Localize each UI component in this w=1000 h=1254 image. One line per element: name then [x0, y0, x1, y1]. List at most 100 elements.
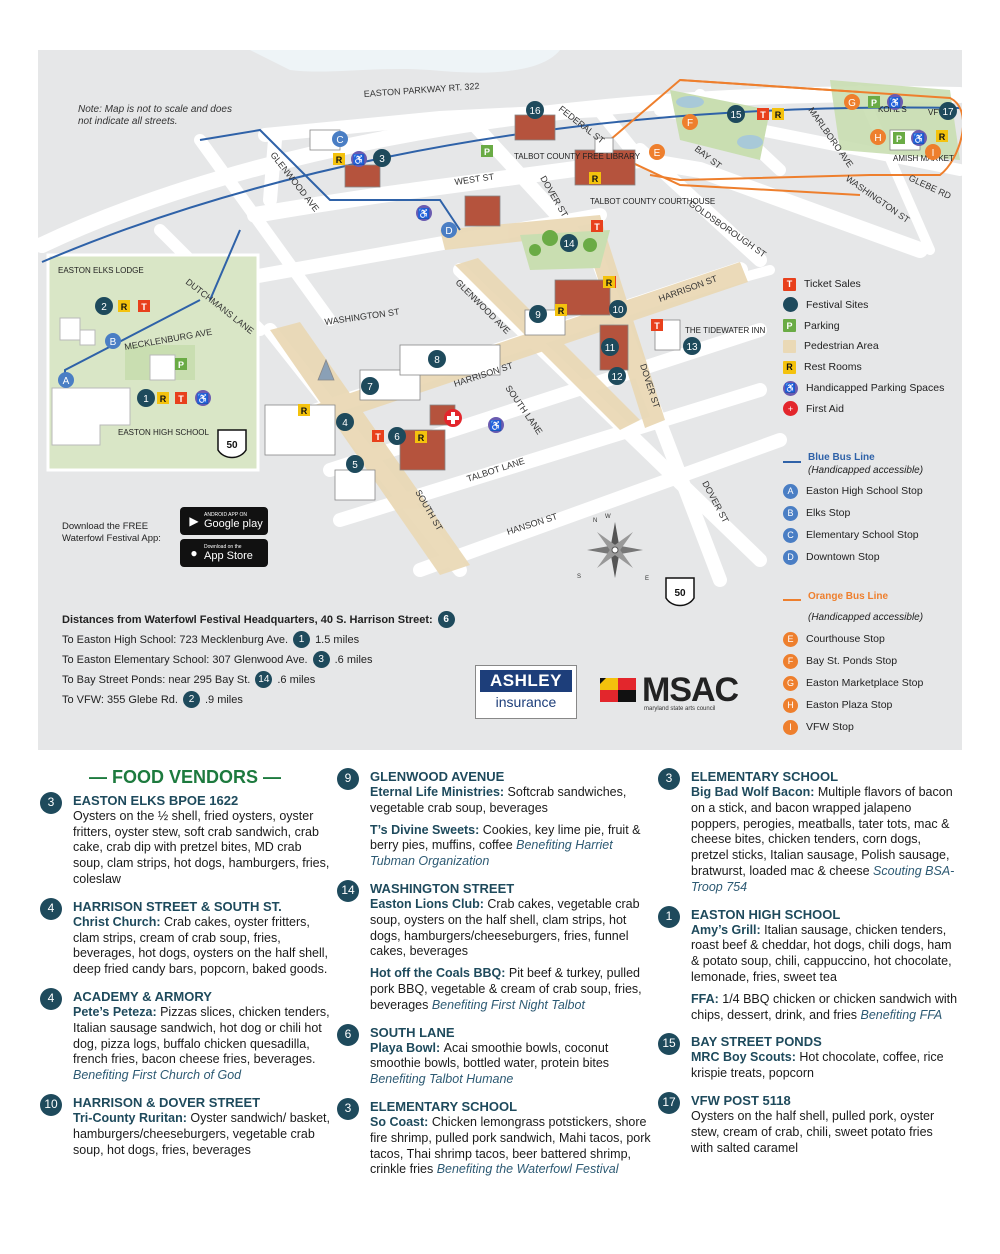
vendor-entry: Big Bad Wolf Bacon: Multiple flavors of … [691, 785, 958, 896]
handicap-parking-icon: ♿ [911, 130, 927, 146]
vendor-name: T’s Divine Sweets: [370, 822, 483, 837]
svg-text:R: R [418, 433, 425, 443]
place-label: THE TIDEWATER INN [685, 326, 766, 335]
blue-line-swatch [783, 461, 801, 463]
bus-stop-label: Elementary School Stop [806, 529, 919, 541]
site-number: 4 [40, 987, 62, 1010]
vendor-menu: Pit beef & turkey, pulled pork BBQ, vege… [370, 966, 642, 1012]
bus-stop-badge: H [783, 697, 798, 713]
vendor-entry: Oysters on the half shell, pulled pork, … [691, 1109, 958, 1156]
site-number: 10 [612, 305, 624, 316]
store-small: ANDROID APP ON [204, 512, 247, 518]
place-label: EASTON ELKS LODGE [58, 266, 144, 275]
svg-text:P: P [484, 147, 490, 157]
site-number: 16 [529, 106, 541, 117]
place-label: TALBOT COUNTY COURTHOUSE [590, 197, 715, 206]
svg-text:T: T [654, 321, 660, 331]
site-number: 6 [337, 1023, 359, 1046]
vendor-location-heading: ELEMENTARY SCHOOL [370, 1098, 518, 1114]
svg-text:P: P [178, 360, 184, 370]
bus-stop-label: Downtown Stop [806, 551, 880, 563]
site-number: 14 [337, 879, 359, 902]
site-marker-14: 14 [560, 234, 578, 252]
handicap-parking-icon: ♿ [887, 94, 903, 110]
ticket-sales-marker: T [651, 319, 663, 331]
site-number: 2 [182, 691, 200, 708]
distance-row: To Easton High School: 723 Mecklenburg A… [62, 631, 359, 648]
vendor-entry: Tri-County Ruritan: Oyster sandwich/ bas… [73, 1111, 330, 1158]
site-number: 5 [352, 460, 358, 471]
vendor-name: Playa Bowl: [370, 1040, 444, 1055]
svg-text:D: D [445, 226, 452, 237]
site-number: 17 [942, 107, 954, 118]
apple-icon: ● [190, 546, 198, 560]
ticket-sales-marker: T [757, 108, 769, 120]
bus-stop-badge: E [783, 631, 798, 647]
svg-text:T: T [141, 302, 147, 312]
vendor-entry: Eternal Life Ministries: Softcrab sandwi… [370, 785, 652, 817]
svg-text:R: R [336, 155, 343, 165]
route-shield-text: 50 [226, 440, 238, 451]
orange-bus-title: Orange Bus Line [808, 591, 889, 602]
svg-text:C: C [336, 135, 343, 146]
handicap-parking-icon: ♿ [488, 417, 504, 433]
vendor-benefit: Benefiting FFA [857, 1007, 943, 1022]
site-number: 3 [658, 768, 680, 790]
vendor-entry: Christ Church: Crab cakes, oyster fritte… [73, 915, 330, 978]
svg-text:♿: ♿ [197, 392, 209, 405]
bus-stop-label: Easton Marketplace Stop [806, 677, 924, 689]
svg-text:F: F [687, 118, 693, 129]
svg-text:R: R [606, 278, 613, 288]
svg-text:♿: ♿ [418, 207, 430, 220]
vendor-benefit: Benefiting Harriet Tubman Organization [370, 838, 613, 869]
handicap-parking-icon: ♿ [195, 390, 211, 406]
site-number: 6 [437, 611, 455, 628]
distance-text: To Bay Street Ponds: near 295 Bay St. [62, 673, 251, 686]
site-marker-5: 5 [346, 455, 364, 473]
svg-text:♿: ♿ [913, 132, 925, 145]
vendor-menu: 1/4 BBQ chicken or chicken sandwich with… [691, 991, 958, 1022]
site-number: 1 [143, 394, 149, 405]
legend-label: Festival Sites [806, 298, 869, 311]
vendor-entry: Pete’s Peteza: Pizzas slices, chicken te… [73, 1005, 330, 1084]
bus-stop-F: F [682, 114, 698, 130]
bus-stop-label: Courthouse Stop [806, 633, 885, 645]
parking-marker: P [481, 145, 493, 157]
site-number: 17 [658, 1091, 680, 1114]
vendor-location-heading: SOUTH LANE [370, 1024, 455, 1040]
svg-text:E: E [654, 148, 661, 159]
vendor-benefit: Benefiting Talbot Humane [370, 1072, 514, 1087]
compass-label: E [645, 576, 649, 582]
site-number: 1 [658, 905, 680, 928]
bus-stop-badge: G [783, 675, 798, 691]
distance-miles: 1.5 miles [315, 633, 360, 646]
vendor-menu: Acai smoothie bowls, coconut smoothie bo… [370, 1040, 610, 1071]
bus-stop-label: Bay St. Ponds Stop [806, 655, 898, 667]
vendor-menu: Italian sausage, chicken tenders, roast … [691, 922, 952, 984]
site-number: 14 [563, 239, 575, 250]
site-marker-13: 13 [683, 337, 701, 355]
site-number: 3 [40, 791, 62, 814]
site-number: 15 [730, 110, 742, 121]
svg-text:R: R [558, 306, 565, 316]
distances-title: Distances from Waterfowl Festival Headqu… [62, 613, 433, 626]
bus-stop-badge: D [783, 549, 798, 565]
distance-miles: .6 miles [277, 673, 316, 686]
legend-item: +First Aid [783, 401, 844, 417]
bus-stop-badge: A [783, 483, 798, 499]
legend-label: Parking [804, 319, 840, 332]
distance-text: To Easton High School: 723 Mecklenburg A… [62, 633, 289, 646]
app-download-label: Download the FREE Waterfowl Festival App… [62, 521, 161, 544]
vendor-entry: T’s Divine Sweets: Cookies, key lime pie… [370, 823, 652, 870]
store-big: Google play [204, 518, 263, 530]
site-number: 7 [367, 382, 373, 393]
